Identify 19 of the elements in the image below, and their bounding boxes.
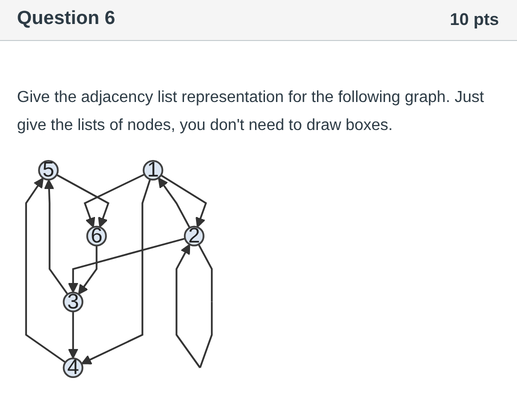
arrow <box>25 178 66 364</box>
vertex-circle: 4 <box>62 355 84 379</box>
arrow <box>158 177 190 228</box>
arrow <box>44 179 68 295</box>
arrow <box>68 238 186 293</box>
question-text: Give the adjacency list representation for the following graph. Just give the lists of nodes, you don't need to draw boxes. <box>17 88 485 136</box>
vertex-circle: 6 <box>86 224 107 248</box>
arrow <box>68 311 78 359</box>
arrow <box>78 246 98 295</box>
arrow <box>56 174 110 228</box>
points-label: 10 pts <box>450 10 499 30</box>
arrow <box>81 178 151 364</box>
arrow <box>160 174 207 228</box>
vertex-circle: 1 <box>142 158 164 182</box>
question-title: Question 6 <box>17 8 116 30</box>
vertex-circle: 3 <box>62 290 84 314</box>
arrow <box>84 174 145 228</box>
vertex-circle: 2 <box>184 224 204 248</box>
vertex-circle: 5 <box>38 158 59 182</box>
